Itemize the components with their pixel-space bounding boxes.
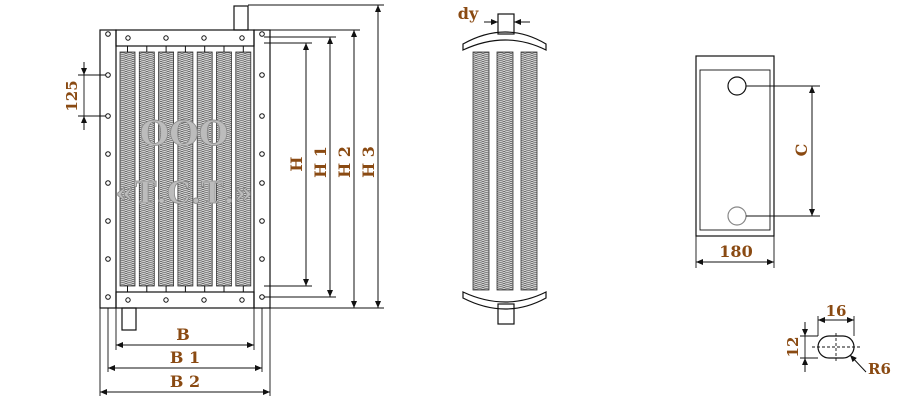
- flange-hole: [259, 72, 265, 78]
- flange-hole: [259, 113, 265, 119]
- flange-hole: [105, 31, 111, 37]
- pitch-dimension: 125: [63, 62, 106, 130]
- flange-hole: [259, 151, 265, 157]
- flange-hole: [259, 218, 265, 224]
- pitch-label: 125: [63, 80, 81, 111]
- finned-tube: [216, 51, 232, 287]
- flange-lower-opening: [727, 206, 747, 226]
- h3-label: H 3: [359, 146, 378, 178]
- bottom-collector: [115, 291, 255, 309]
- collector-hole: [125, 35, 131, 41]
- collector-hole: [163, 35, 169, 41]
- h1-label: H 1: [311, 146, 330, 178]
- finned-tube: [235, 51, 252, 287]
- collector-hole: [163, 297, 169, 303]
- side-finned-tube: [496, 51, 514, 291]
- left-flange: [99, 29, 117, 309]
- flange-hole: [259, 294, 265, 300]
- flange-hole: [259, 256, 265, 262]
- width-dimensions: B B 1 B 2: [99, 308, 271, 396]
- side-bottom-nozzle: [497, 303, 515, 325]
- flange-hole: [259, 180, 265, 186]
- height-dimensions: H H 1 H 2 H 3: [248, 4, 384, 309]
- dy-dimension: dy: [458, 4, 530, 25]
- h-label: H: [287, 156, 306, 171]
- side-top-nozzle: [497, 13, 515, 35]
- dy-label: dy: [458, 4, 479, 23]
- h2-label: H 2: [335, 146, 354, 178]
- b1-label: B 1: [170, 348, 200, 367]
- finned-tube: [138, 51, 155, 287]
- bottom-nozzle: [121, 307, 137, 331]
- slot-height-label: 12: [784, 337, 802, 358]
- watermark-line-1: ООО: [140, 114, 229, 154]
- collector-hole: [125, 297, 131, 303]
- finned-tube: [177, 51, 194, 287]
- collector-hole: [239, 297, 245, 303]
- flange-view: C 180: [695, 55, 820, 268]
- flange-hole: [105, 151, 111, 157]
- side-finned-tube: [472, 51, 490, 291]
- side-view: dy: [458, 4, 547, 325]
- flange-hole: [105, 180, 111, 186]
- slot-radius-label: R6: [868, 360, 891, 378]
- collector-hole: [201, 35, 207, 41]
- width-180-label: 180: [719, 242, 752, 261]
- flange-hole: [105, 72, 111, 78]
- finned-tube: [119, 51, 136, 287]
- right-flange: [253, 29, 271, 309]
- top-collector: [115, 29, 255, 47]
- c-label: C: [792, 144, 811, 157]
- finned-tube: [196, 51, 213, 287]
- side-top-collector: [462, 31, 547, 51]
- flange-upper-opening: [727, 76, 747, 96]
- finned-tube: [158, 51, 175, 287]
- side-bottom-collector: [462, 291, 547, 310]
- slot-detail: 16 12 R6: [784, 302, 891, 378]
- flange-hole: [105, 218, 111, 224]
- collector-hole: [239, 35, 245, 41]
- front-view: ООО «Т.С.Т.» 125: [63, 4, 384, 396]
- side-finned-tube: [520, 51, 538, 291]
- collector-hole: [201, 297, 207, 303]
- b2-label: B 2: [170, 372, 200, 391]
- side-finned-tubes: [472, 51, 538, 291]
- flange-hole: [105, 113, 111, 119]
- flange-plate-outer: [695, 55, 775, 237]
- flange-hole: [259, 31, 265, 37]
- flange-hole: [105, 294, 111, 300]
- finned-tubes: [119, 46, 252, 292]
- flange-hole: [105, 256, 111, 262]
- b-label: B: [176, 325, 190, 344]
- flange-plate-inner: [699, 69, 771, 231]
- slot-length-label: 16: [826, 302, 847, 320]
- watermark-line-2: «Т.С.Т.»: [115, 176, 252, 211]
- flange-holes: [105, 31, 265, 303]
- top-nozzle: [233, 5, 249, 31]
